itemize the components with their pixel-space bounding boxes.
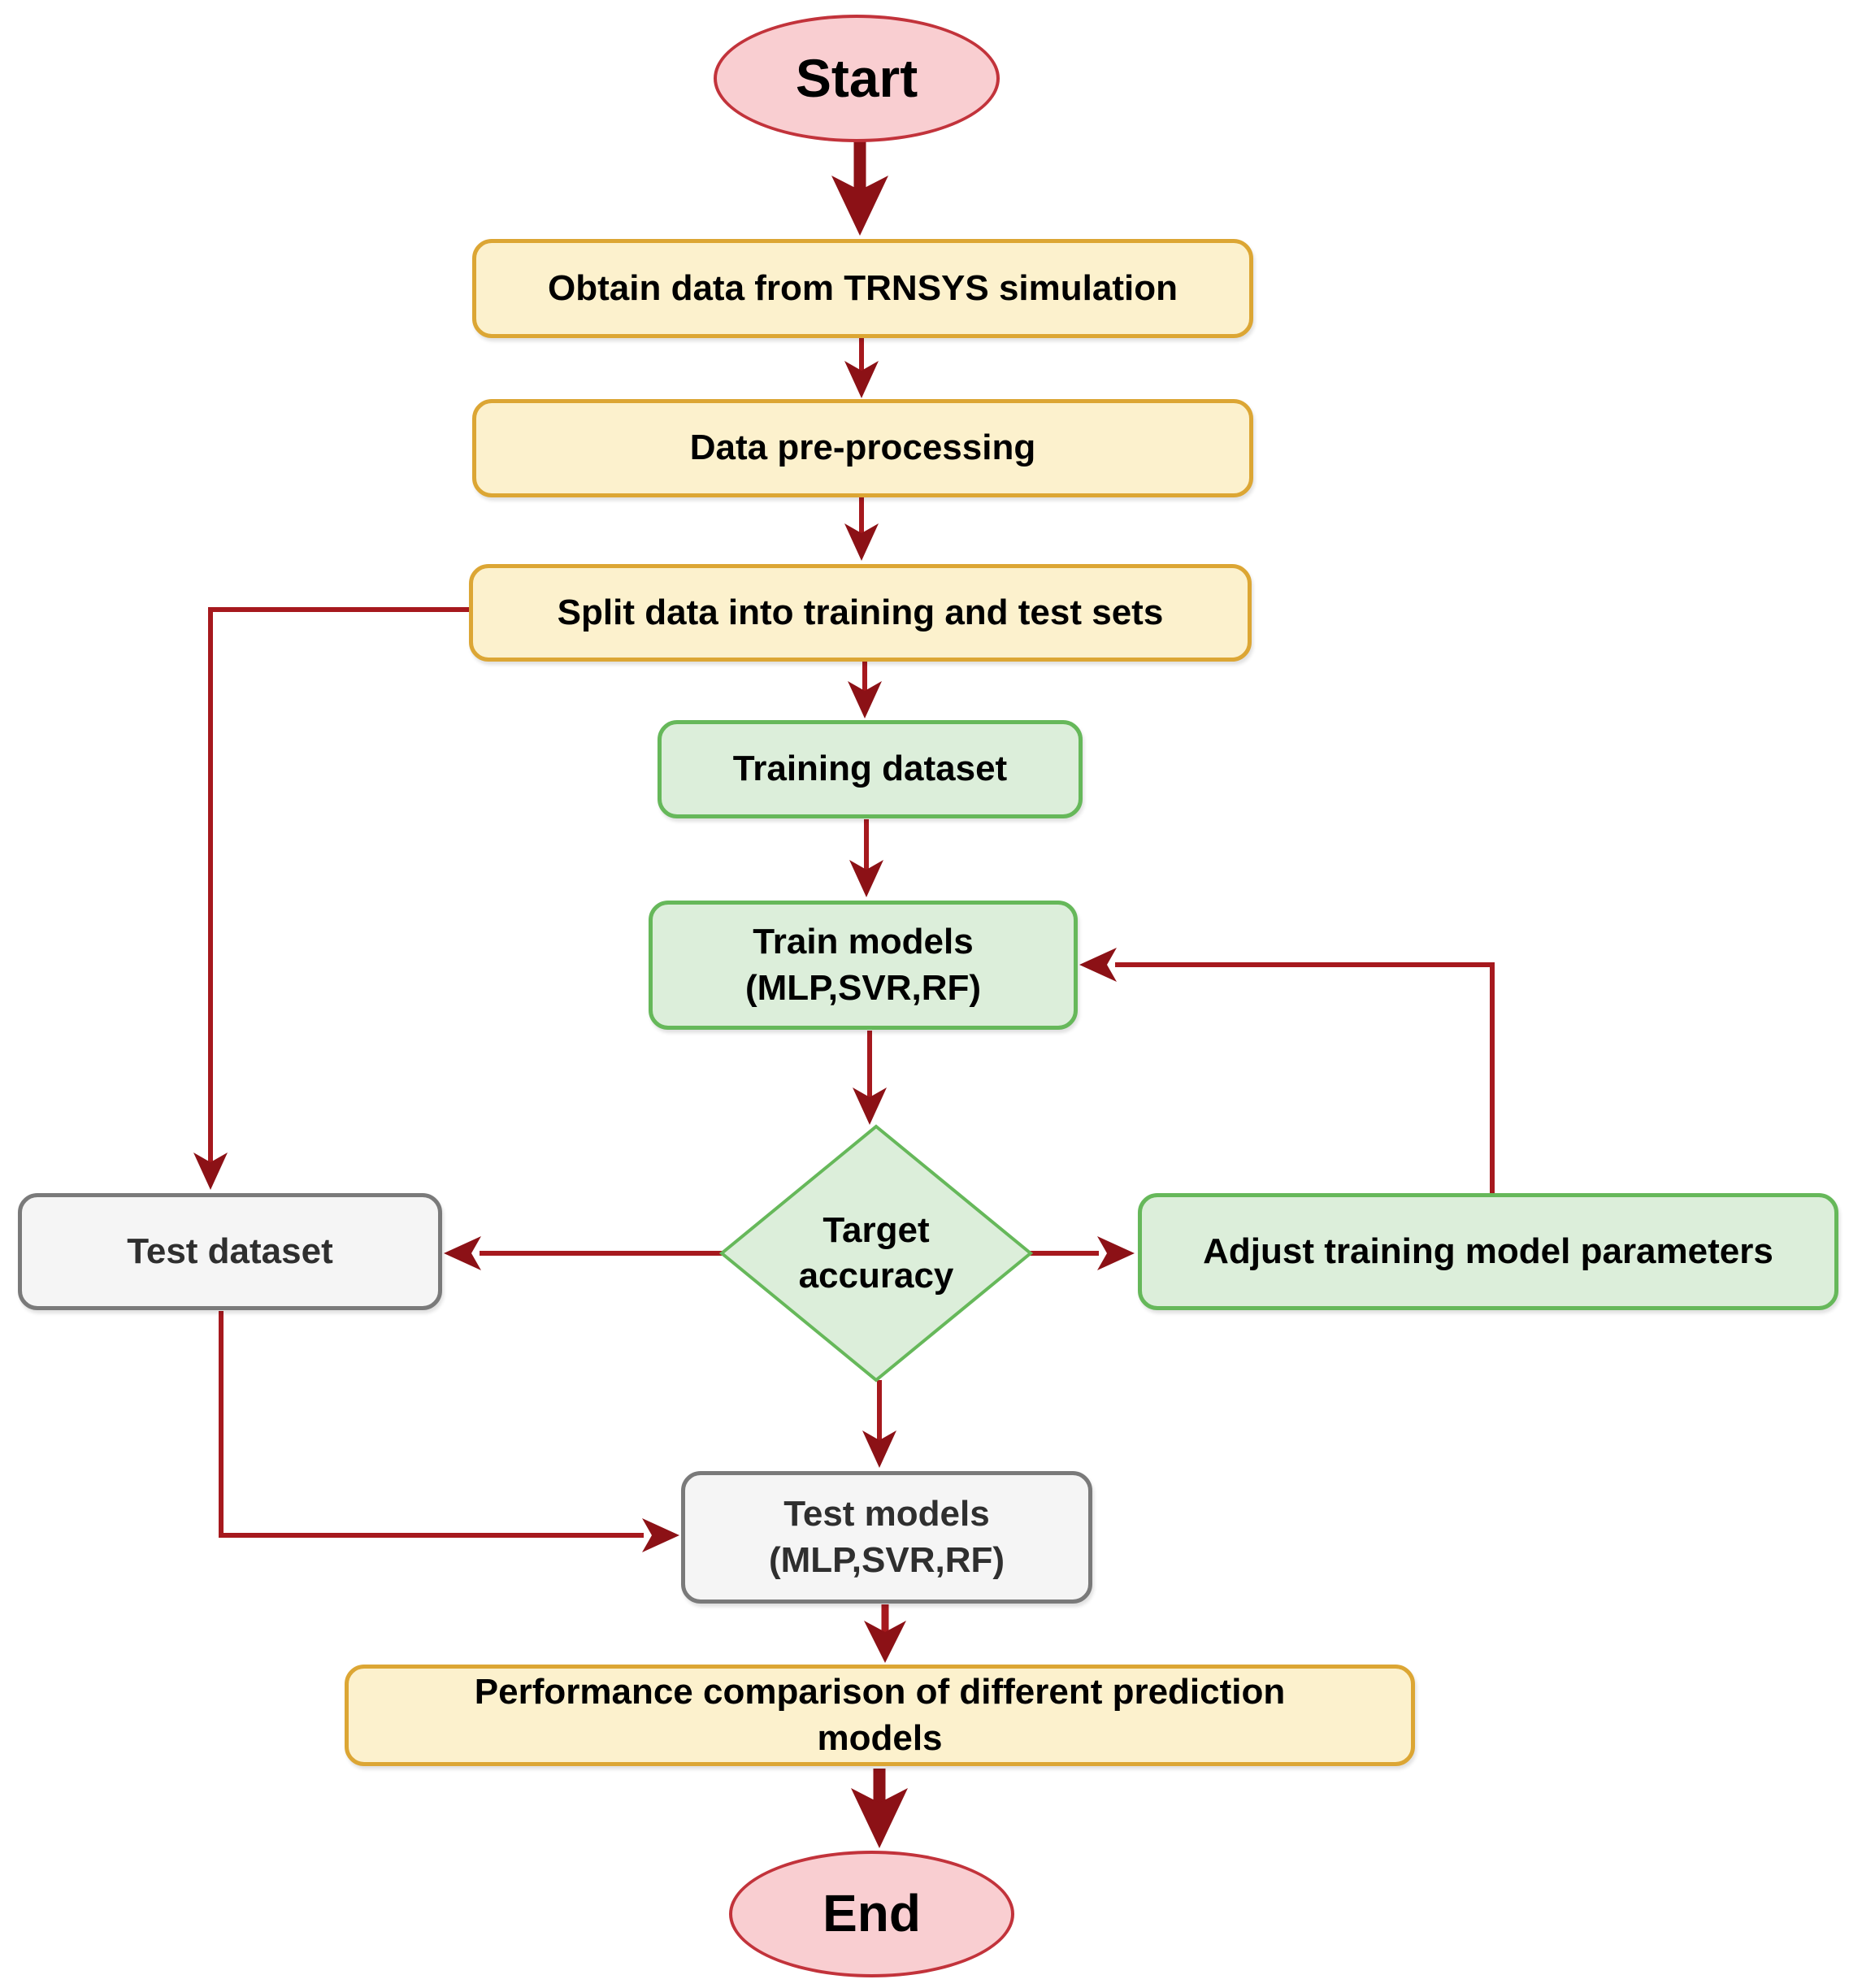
node-test-models-label-line1: Test models [783, 1494, 990, 1534]
node-train-models-label-line1: Train models [753, 922, 974, 962]
node-test-models: Test models (MLP,SVR,RF) [681, 1471, 1092, 1604]
node-performance-comparison-label: Performance comparison of different pred… [474, 1672, 1286, 1758]
node-obtain-data-label: Obtain data from TRNSYS simulation [548, 267, 1178, 308]
node-adjust-parameters-label: Adjust training model parameters [1203, 1231, 1773, 1271]
node-start-label: Start [795, 48, 918, 109]
arrowhead-target-accuracy-to-test-models [862, 1430, 896, 1468]
arrowhead-preprocess-to-split [844, 523, 879, 561]
node-performance-comparison: Performance comparison of different pred… [345, 1665, 1415, 1766]
node-end-label: End [823, 1884, 921, 1943]
edge-adjust-to-train-models [1115, 962, 1495, 1193]
node-train-models: Train models (MLP,SVR,RF) [649, 901, 1078, 1030]
node-split-data-label: Split data into training and test sets [557, 592, 1164, 632]
arrowhead-start-to-obtain [831, 176, 888, 236]
node-data-preprocessing-label: Data pre-processing [689, 428, 1036, 468]
node-end: End [729, 1851, 1014, 1977]
node-data-preprocessing: Data pre-processing [472, 399, 1253, 497]
arrowhead-training-dataset-to-train-models [849, 860, 883, 897]
node-training-dataset-label: Training dataset [732, 749, 1008, 789]
arrowhead-target-accuracy-to-test-dataset [444, 1236, 481, 1270]
arrowhead-split-to-test-dataset [193, 1152, 228, 1190]
arrowhead-target-accuracy-to-adjust [1097, 1236, 1135, 1270]
edge-test-dataset-to-test-models [219, 1311, 644, 1538]
node-test-dataset-label: Test dataset [127, 1231, 333, 1271]
arrowhead-train-models-to-target-accuracy [853, 1087, 887, 1125]
arrowhead-test-dataset-to-test-models [642, 1518, 679, 1552]
arrowhead-adjust-to-train-models [1079, 948, 1117, 982]
node-train-models-label-line2: (MLP,SVR,RF) [744, 967, 982, 1008]
node-split-data: Split data into training and test sets [469, 564, 1252, 662]
node-target-accuracy-label-line2: accuracy [798, 1256, 954, 1296]
node-start: Start [714, 15, 1000, 142]
node-target-accuracy-label: Target accuracy [754, 1196, 998, 1310]
node-test-models-label-line2: (MLP,SVR,RF) [768, 1539, 1005, 1580]
node-obtain-data: Obtain data from TRNSYS simulation [472, 239, 1253, 338]
node-target-accuracy-label-line1: Target [823, 1209, 930, 1250]
edge-split-to-test-dataset [208, 607, 469, 1162]
arrowhead-performance-to-end [851, 1788, 908, 1848]
arrowhead-test-models-to-performance [864, 1621, 906, 1663]
arrowhead-split-to-training-dataset [848, 681, 882, 718]
node-test-dataset: Test dataset [18, 1193, 442, 1310]
node-adjust-parameters: Adjust training model parameters [1138, 1193, 1838, 1310]
target-accuracy-diamond [718, 1124, 1034, 1382]
node-training-dataset: Training dataset [658, 720, 1083, 818]
arrowhead-obtain-to-preprocess [844, 361, 879, 398]
